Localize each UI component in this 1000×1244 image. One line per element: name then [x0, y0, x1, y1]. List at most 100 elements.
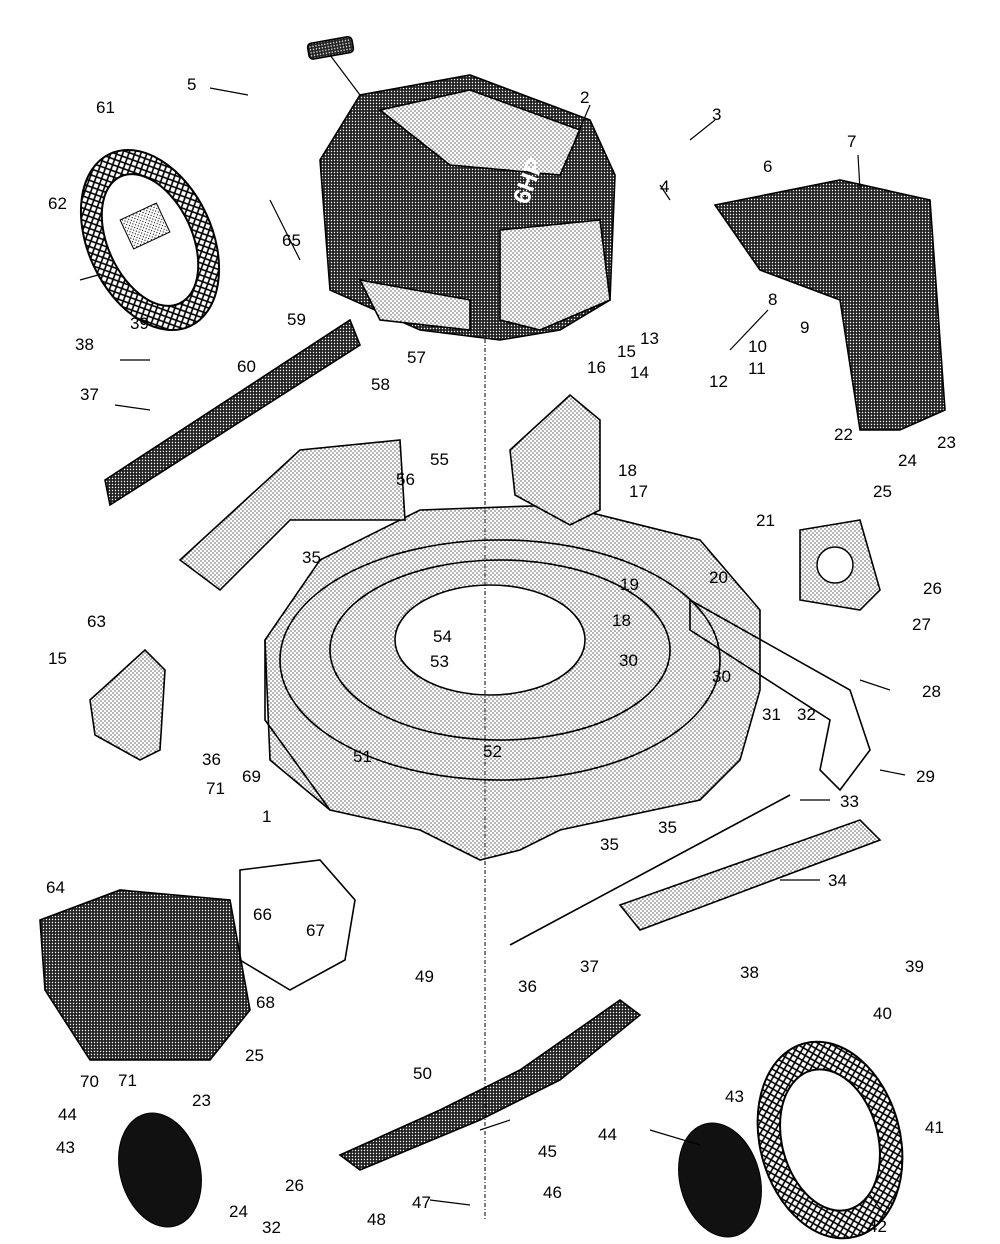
- part-label-40: 40: [873, 1004, 892, 1023]
- part-label-29: 29: [916, 767, 935, 786]
- part-label-2: 2: [580, 88, 589, 107]
- part-label-65: 65: [282, 231, 301, 250]
- part-label-41: 41: [925, 1118, 944, 1137]
- part-label-44: 44: [58, 1105, 77, 1124]
- rear-guard: [104, 318, 406, 592]
- part-label-71b: 71: [118, 1071, 137, 1090]
- part-label-38b: 38: [740, 963, 759, 982]
- part-label-21: 21: [756, 511, 775, 530]
- part-label-67: 67: [306, 921, 325, 940]
- part-label-3: 3: [712, 105, 721, 124]
- wheel-61: [79, 149, 221, 331]
- part-label-9: 9: [800, 318, 809, 337]
- part-label-34: 34: [828, 871, 847, 890]
- part-label-36b: 36: [518, 977, 537, 996]
- part-label-12: 12: [709, 372, 728, 391]
- part-label-71: 71: [206, 779, 225, 798]
- part-label-32b: 32: [262, 1218, 281, 1237]
- part-label-47: 47: [412, 1193, 431, 1212]
- part-label-52: 52: [483, 742, 502, 761]
- part-label-70: 70: [80, 1072, 99, 1091]
- rear-axle: [509, 794, 882, 946]
- part-label-11: 11: [748, 359, 766, 378]
- part-label-57: 57: [407, 348, 426, 367]
- part-label-37: 37: [80, 385, 99, 404]
- engine: 6HP: [319, 74, 616, 341]
- part-label-49: 49: [415, 967, 434, 986]
- part-label-51: 51: [353, 747, 372, 766]
- part-label-5: 5: [187, 75, 196, 94]
- height-adjuster-left: [89, 393, 601, 761]
- starter-handle: [306, 35, 361, 96]
- part-label-61: 61: [96, 98, 115, 117]
- drive-belt: [689, 598, 871, 792]
- part-label-54: 54: [433, 627, 452, 646]
- part-label-15: 15: [617, 342, 636, 361]
- part-label-62: 62: [48, 194, 67, 213]
- part-label-15b: 15: [48, 649, 67, 668]
- part-label-16: 16: [587, 358, 606, 377]
- part-label-35: 35: [302, 548, 321, 567]
- part-label-18b: 18: [612, 611, 631, 630]
- part-label-6: 6: [763, 157, 772, 176]
- part-label-69: 69: [242, 767, 261, 786]
- part-label-48: 48: [367, 1210, 386, 1229]
- part-label-26b: 26: [285, 1176, 304, 1195]
- mower-deck: [264, 504, 761, 861]
- part-label-25b: 25: [245, 1046, 264, 1065]
- part-label-8: 8: [768, 290, 777, 309]
- part-label-31: 31: [762, 705, 781, 724]
- part-label-53: 53: [430, 652, 449, 671]
- part-label-1: 1: [262, 807, 271, 826]
- part-label-17: 17: [629, 482, 648, 501]
- part-label-43b: 43: [725, 1087, 744, 1106]
- part-label-32: 32: [797, 705, 816, 724]
- part-label-20: 20: [709, 568, 728, 587]
- part-label-18: 18: [618, 461, 637, 480]
- leader-lines: [79, 87, 906, 1216]
- part-label-46: 46: [543, 1183, 562, 1202]
- part-label-13: 13: [640, 329, 659, 348]
- part-label-66: 66: [253, 905, 272, 924]
- part-label-23b: 23: [192, 1091, 211, 1110]
- part-label-64: 64: [46, 878, 65, 897]
- part-label-37b: 37: [580, 957, 599, 976]
- part-label-60: 60: [237, 357, 256, 376]
- gear-assembly: [799, 519, 881, 611]
- part-label-39: 39: [130, 314, 149, 333]
- part-label-10: 10: [748, 337, 767, 356]
- part-label-33: 33: [840, 792, 859, 811]
- part-label-44b: 44: [598, 1125, 617, 1144]
- part-label-58: 58: [371, 375, 390, 394]
- part-label-4: 4: [660, 177, 669, 196]
- part-label-42: 42: [868, 1217, 887, 1236]
- rear-cover: [713, 179, 946, 431]
- hubcaps: [118, 1112, 762, 1238]
- part-label-19: 19: [620, 575, 639, 594]
- part-label-38: 38: [75, 335, 94, 354]
- part-label-24b: 24: [229, 1202, 248, 1221]
- part-label-28: 28: [922, 682, 941, 701]
- part-label-23: 23: [937, 433, 956, 452]
- part-label-63: 63: [87, 612, 106, 631]
- part-labels: 1 2 3 4 5 6 7 8 9 10 11 12 13 14 15 15 1…: [46, 75, 956, 1237]
- part-label-50: 50: [413, 1064, 432, 1083]
- part-label-55: 55: [430, 450, 449, 469]
- part-label-22: 22: [834, 425, 853, 444]
- part-label-27: 27: [912, 615, 931, 634]
- part-label-7: 7: [847, 132, 856, 151]
- part-label-35c: 35: [600, 835, 619, 854]
- part-label-14: 14: [630, 363, 649, 382]
- part-label-24: 24: [898, 451, 917, 470]
- blade: [338, 999, 642, 1171]
- part-label-35b: 35: [658, 818, 677, 837]
- part-label-25: 25: [873, 482, 892, 501]
- part-label-30b: 30: [712, 667, 731, 686]
- part-label-39b: 39: [905, 957, 924, 976]
- part-label-56: 56: [396, 470, 415, 489]
- part-label-45: 45: [538, 1142, 557, 1161]
- part-label-43: 43: [56, 1138, 75, 1157]
- part-label-30: 30: [619, 651, 638, 670]
- grass-bag: [39, 859, 356, 1061]
